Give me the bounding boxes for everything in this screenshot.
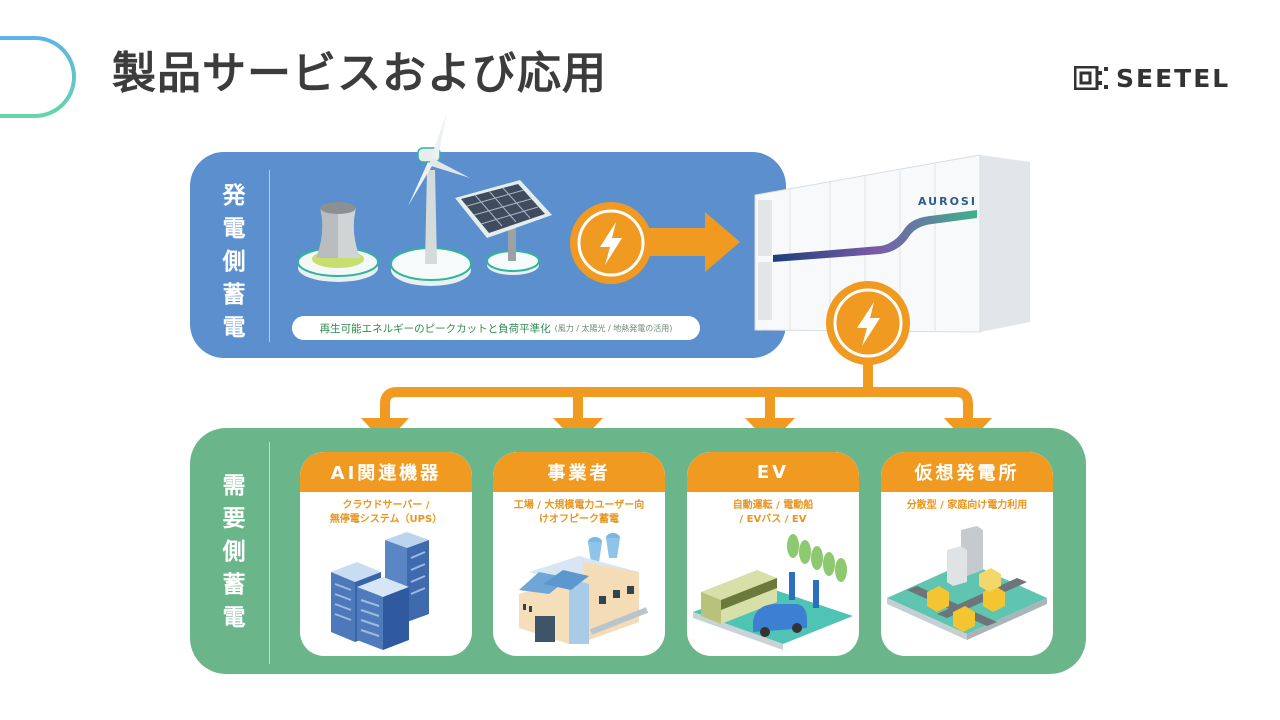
card-description: クラウドサーバー / 無停電システム（UPS） [300,499,472,529]
card-description: 工場 / 大規模電力ユーザー向 けオフピーク蓄電 [493,499,665,529]
seetel-mark-icon [1074,66,1108,90]
label-char: 側 [222,249,246,275]
desc-line: クラウドサーバー / [342,500,430,511]
demand-side-label: 需 要 側 蓄 電 [214,470,254,635]
supply-caption: 再生可能エネルギーのピークカットと負荷平準化 (風力 / 太陽光 / 地熱発電の… [292,316,700,340]
card-title: 仮想発電所 [881,452,1053,492]
label-char: 需 [222,473,246,499]
card-ev[interactable]: EV 自動運転 / 電動船 / EVバス / EV [687,452,859,656]
card-ai-equipment[interactable]: AI関連機器 クラウドサーバー / 無停電システム（UPS） [300,452,472,656]
battery-container-icon [754,154,1030,333]
bolt-circle-icon [826,281,910,365]
caption-main: 再生可能エネルギーのピークカットと負荷平準化 [319,322,551,335]
supply-side-label: 発 電 側 蓄 電 [214,180,254,345]
factory-icon [493,530,665,650]
card-virtual-power-plant[interactable]: 仮想発電所 分散型 / 家庭向け電力利用 [881,452,1053,656]
label-char: 電 [222,315,246,341]
desc-line: 分散型 / 家庭向け電力利用 [906,500,1028,511]
label-char: 側 [222,539,246,565]
desc-line: 無停電システム（UPS） [329,514,443,525]
card-description: 分散型 / 家庭向け電力利用 [881,499,1053,529]
page-title: 製品サービスおよび応用 [112,48,607,99]
label-char: 蓄 [222,572,246,598]
label-char: 蓄 [222,282,246,308]
seetel-logo: SEETEL [1074,62,1230,94]
supply-divider [269,170,270,342]
label-char: 発 [222,183,246,209]
server-racks-icon [300,530,472,650]
container-brand-text: AUROSI [918,195,977,208]
card-title: 事業者 [493,452,665,492]
decorative-pill [0,36,76,118]
card-business[interactable]: 事業者 工場 / 大規模電力ユーザー向 けオフピーク蓄電 [493,452,665,656]
desc-line: / EVバス / EV [739,514,807,525]
ev-charging-icon [687,530,859,650]
label-char: 電 [222,605,246,631]
card-title: EV [687,452,859,492]
desc-line: 自動運転 / 電動船 [732,500,814,511]
label-char: 要 [222,506,246,532]
desc-line: 工場 / 大規模電力ユーザー向 [513,500,645,511]
desc-line: けオフピーク蓄電 [539,514,619,525]
smart-city-icon [881,526,1053,650]
card-title: AI関連機器 [300,452,472,492]
card-description: 自動運転 / 電動船 / EVバス / EV [687,499,859,529]
label-char: 電 [222,216,246,242]
demand-divider [269,442,270,664]
caption-sub: (風力 / 太陽光 / 地熱発電の活用) [554,323,673,333]
logo-text: SEETEL [1116,63,1231,93]
